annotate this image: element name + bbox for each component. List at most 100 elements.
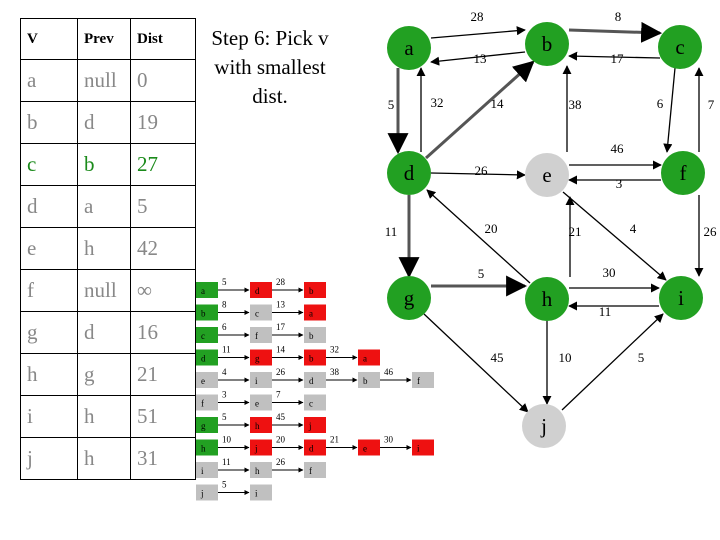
- cell-dist: 0: [130, 59, 196, 102]
- cell-vertex: j: [20, 437, 78, 480]
- adj-entry-a: a: [309, 309, 313, 319]
- adj-entry-f-box: [250, 327, 272, 343]
- edge-f-i: [562, 191, 667, 281]
- adj-entry-j: j: [254, 444, 258, 454]
- adj-weight: 6: [222, 322, 227, 332]
- node-g: [387, 276, 431, 320]
- cell-vertex: h: [20, 353, 78, 396]
- cell-dist: 16: [130, 311, 196, 354]
- edge-weight-label: 6: [657, 96, 664, 111]
- adj-head-a: a: [201, 286, 205, 296]
- adj-entry-b-box: [358, 372, 380, 388]
- adj-entry-i: i: [255, 376, 258, 386]
- adj-weight: 26: [276, 457, 286, 467]
- edge-h-d: [426, 189, 531, 284]
- adj-entry-b: b: [309, 286, 314, 296]
- edge-j-i: [561, 313, 664, 411]
- cell-dist: 51: [130, 395, 196, 438]
- adj-head-b: b: [201, 309, 206, 319]
- adj-entry-d-box: [304, 372, 326, 388]
- adj-weight: 5: [222, 277, 227, 287]
- adj-head-j: j: [200, 489, 204, 499]
- edge-weight-label: 5: [638, 350, 645, 365]
- edge-c-f: [663, 67, 676, 153]
- node-h: [525, 277, 569, 321]
- adj-head-h: h: [201, 444, 206, 454]
- edge-weight-label: 13: [474, 51, 487, 66]
- adj-entry-b: b: [309, 331, 314, 341]
- adj-entry-i-box: [250, 372, 272, 388]
- cell-dist: 42: [130, 227, 196, 270]
- adj-weight: 7: [276, 390, 281, 400]
- adj-weight: 32: [330, 345, 339, 355]
- adj-entry-a-box: [304, 304, 326, 321]
- adj-entry-h: h: [255, 421, 260, 431]
- edge-weight-label: 21: [569, 224, 582, 239]
- adj-entry-h-box: [250, 462, 272, 478]
- node-label: e: [542, 163, 551, 187]
- adj-entry-g-box: [250, 349, 272, 366]
- adj-head-c-box: [196, 327, 218, 343]
- adj-weight: 21: [330, 435, 339, 445]
- node-label: a: [404, 36, 414, 60]
- adj-head-f-box: [196, 394, 218, 411]
- edge-weight-label: 30: [603, 265, 616, 280]
- edge-weight-label: 14: [491, 96, 505, 111]
- edge-b-c: [568, 21, 663, 43]
- adj-entry-e-box: [250, 394, 272, 411]
- adj-weight: 11: [222, 345, 231, 355]
- edge-weight-label: 11: [385, 224, 398, 239]
- cell-prev: a: [77, 185, 131, 228]
- adj-entry-b: b: [363, 376, 368, 386]
- adj-head-g-box: [196, 417, 218, 433]
- adj-entry-a-box: [358, 349, 380, 366]
- adj-entry-f-box: [304, 462, 326, 478]
- cell-vertex: e: [20, 227, 78, 270]
- adj-weight: 5: [222, 480, 227, 490]
- edge-weight-label: 20: [485, 221, 498, 236]
- adj-entry-j-box: [250, 439, 272, 456]
- node-d: [387, 151, 431, 195]
- adj-entry-d: d: [309, 376, 314, 386]
- cell-dist: ∞: [130, 269, 196, 312]
- adj-entry-d-box: [304, 439, 326, 456]
- node-label: j: [540, 414, 547, 438]
- adj-entry-e: e: [363, 444, 367, 454]
- node-label: d: [404, 161, 415, 185]
- header-dist: Dist: [130, 18, 196, 60]
- adj-entry-a: a: [363, 354, 367, 364]
- edge-weight-label: 32: [431, 95, 444, 110]
- node-j: [522, 404, 566, 448]
- adj-head-d-box: [196, 349, 218, 366]
- adj-weight: 45: [276, 412, 286, 422]
- edge-weight-label: 45: [491, 350, 504, 365]
- adj-entry-j-box: [304, 417, 326, 433]
- adj-entry-i: i: [417, 444, 420, 454]
- cell-vertex: b: [20, 101, 78, 144]
- adj-entry-j: j: [308, 421, 312, 431]
- cell-dist: 31: [130, 437, 196, 480]
- adj-entry-b-box: [304, 282, 326, 298]
- adj-head-g: g: [201, 421, 206, 431]
- adj-entry-i-box: [412, 439, 434, 456]
- adj-weight: 46: [384, 367, 394, 377]
- adj-head-b-box: [196, 304, 218, 321]
- node-b: [525, 22, 569, 66]
- edge-weight-label: 17: [611, 51, 625, 66]
- adj-head-a-box: [196, 282, 218, 298]
- edge-weight-label: 11: [599, 304, 612, 319]
- edge-weight-label: 26: [704, 224, 718, 239]
- adj-weight: 28: [276, 277, 286, 287]
- adj-head-e: e: [201, 376, 205, 386]
- adj-entry-b-box: [304, 349, 326, 366]
- adj-weight: 26: [276, 367, 286, 377]
- node-label: f: [680, 161, 687, 185]
- adj-head-j-box: [196, 484, 218, 501]
